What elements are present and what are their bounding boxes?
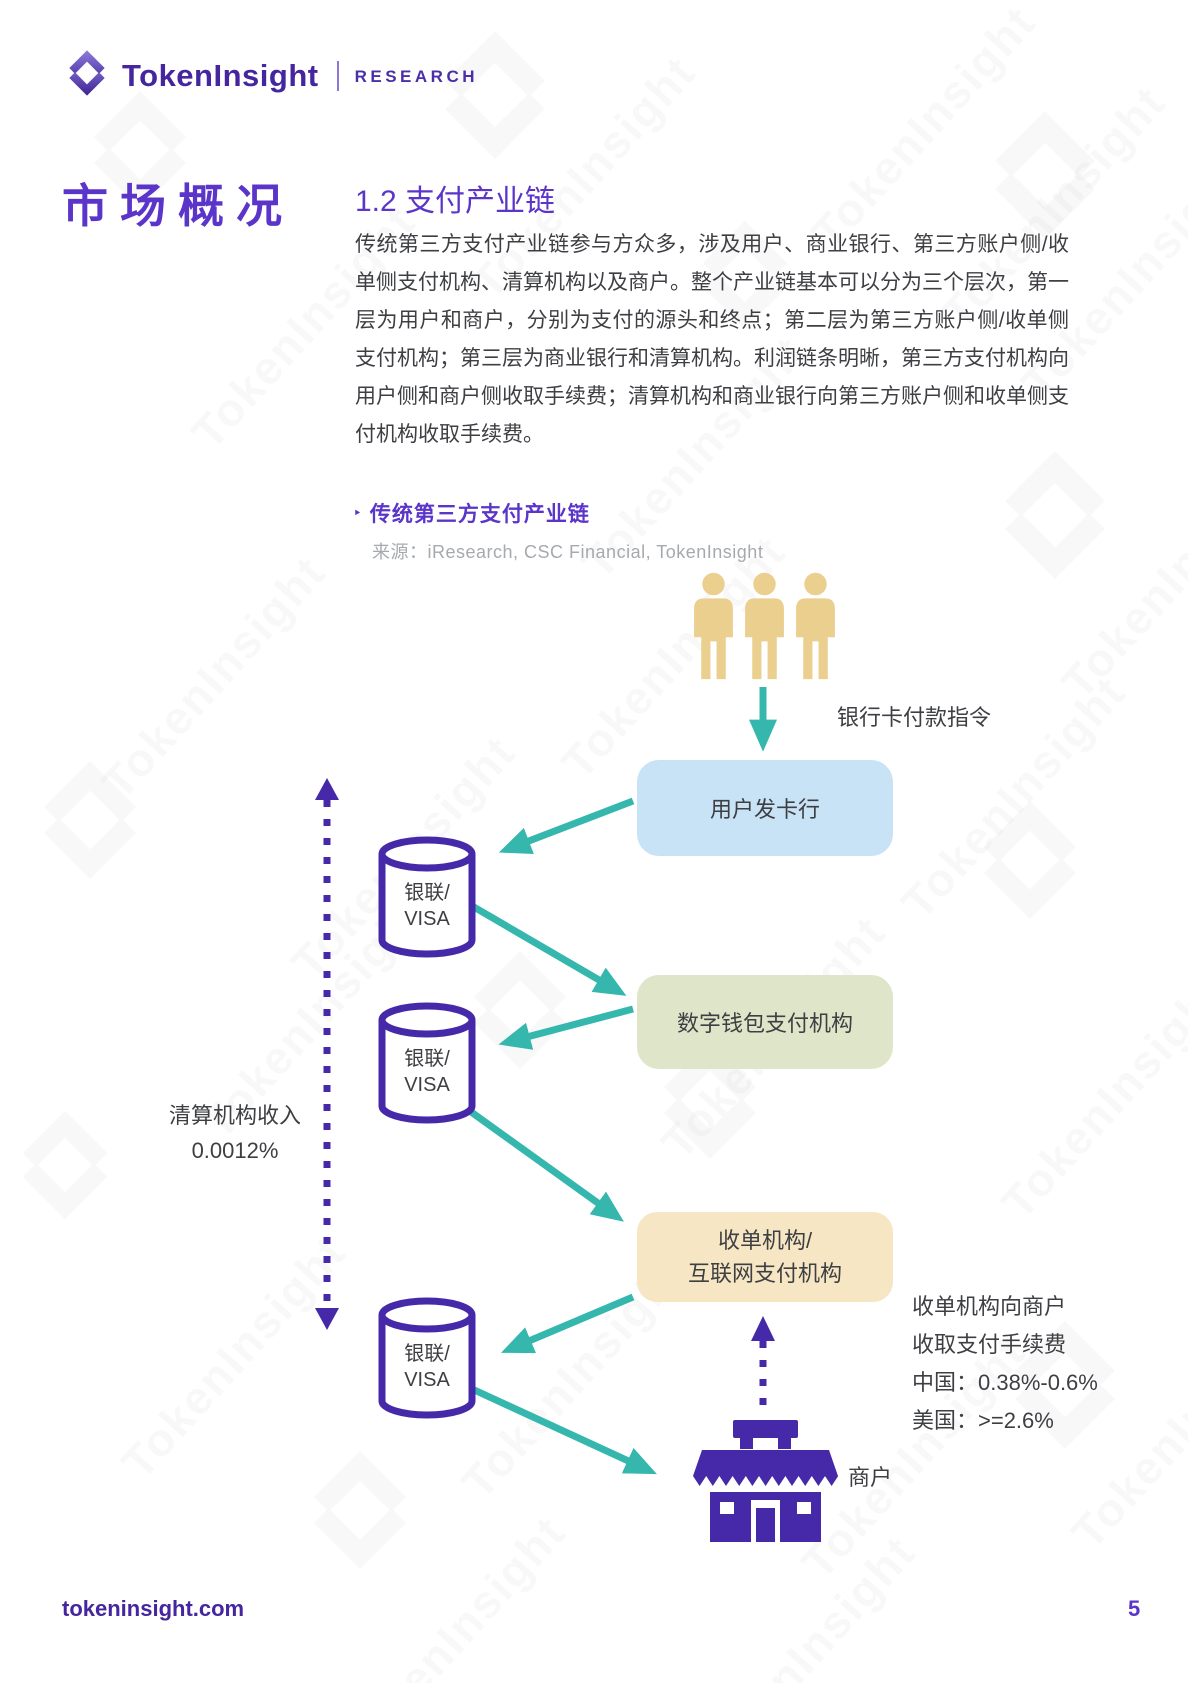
watermark-logo [970,800,1090,925]
person-icon [694,572,733,680]
figure-source: 来源：iResearch, CSC Financial, TokenInsigh… [372,542,764,562]
page-title: 市场概况 [62,180,294,232]
database-cylinder-icon [378,836,476,958]
research-label: RESEARCH [354,66,478,86]
watermark-text: TokenInsight [111,1225,356,1489]
acquirer-label-line1: 收单机构/ [717,1228,813,1253]
card-network-label-line1: 银联/ [404,1047,450,1070]
person-icon [796,572,835,680]
acquirer-fee-label: 收单机构向商户 收取支付手续费 中国：0.38%-0.6% 美国：>=2.6% [912,1288,1098,1440]
watermark-text: TokenInsight [991,965,1188,1229]
watermark-logo [990,450,1120,585]
section-title: 1.2 支付产业链 [355,185,556,218]
header: TokenInsight RESEARCH [64,50,478,101]
clearing-income-line1: 清算机构收入 [168,1103,301,1128]
acquirer-fee-line4: 美国：>=2.6% [912,1408,1054,1433]
watermark-text: TokenInsight [1051,445,1188,709]
watermark-text: TokenInsight [681,1525,926,1683]
header-divider [336,60,339,91]
watermark-logo [30,760,150,885]
wallet-label: 数字钱包支付机构 [676,1011,853,1036]
card-network-label-line2: VISA [404,907,450,930]
card-instruction-label: 银行卡付款指令 [837,705,992,730]
merchant-label: 商户 [848,1465,893,1490]
watermark-text: TokenInsight [331,1505,576,1683]
watermark-logo [10,1110,120,1225]
merchant-store-icon [688,1420,843,1547]
watermark-text: TokenInsight [91,545,336,809]
watermark-logo [460,950,580,1075]
clearing-income-line2: 0.0012% [191,1138,279,1163]
issuer-label: 用户发卡行 [709,797,820,822]
figure-title-row: ‣ 传统第三方支付产业链 [353,498,590,528]
card-network-node-3: 银联/ VISA [377,1295,477,1421]
card-network-label-line1: 银联/ [404,1342,450,1365]
section-body: 传统第三方支付产业链参与方众多，涉及用户、商业银行、第三方账户侧/收单侧支付机构… [355,233,1069,446]
issuer-node: 用户发卡行 [637,760,893,856]
triangle-bullet-icon: ‣ [353,505,362,522]
card-network-label-line2: VISA [404,1073,450,1096]
card-network-node-2: 银联/ VISA [377,1000,477,1126]
acquirer-label-line2: 互联网支付机构 [687,1261,842,1286]
tokeninsight-logo-icon [64,50,110,101]
page-number: 5 [1128,1596,1141,1621]
acquirer-fee-line1: 收单机构向商户 [912,1294,1067,1319]
acquirer-fee-line3: 中国：0.38%-0.6% [912,1370,1098,1395]
card-network-label-line2: VISA [404,1368,450,1391]
card-network-node-1: 银联/ VISA [377,834,477,960]
wallet-node: 数字钱包支付机构 [637,975,893,1069]
figure-title: 传统第三方支付产业链 [369,503,590,526]
watermark-text: TokenInsight [801,0,1046,259]
watermark-logo [980,110,1110,245]
watermark-logo [300,1450,420,1575]
footer-site-link[interactable]: tokeninsight.com [62,1596,245,1621]
person-icon [745,572,784,680]
card-network-label-line1: 银联/ [404,881,450,904]
acquirer-fee-line2: 收取支付手续费 [912,1332,1067,1357]
users-icon [691,571,838,683]
acquirer-node: 收单机构/ 互联网支付机构 [637,1212,893,1302]
database-cylinder-icon [378,1297,476,1419]
brand-name: TokenInsight [122,57,319,93]
clearing-income-label: 清算机构收入 0.0012% [125,1098,345,1168]
